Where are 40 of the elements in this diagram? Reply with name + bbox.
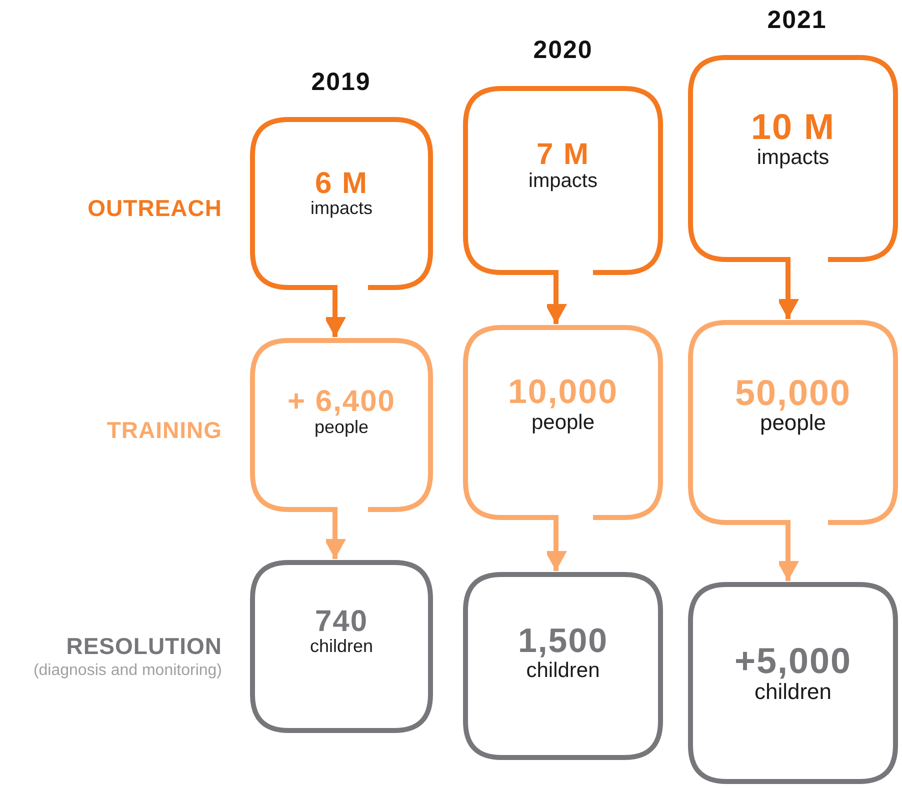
rounded-box: [250, 338, 433, 512]
unit-label: impacts: [310, 199, 372, 220]
arrow: [545, 272, 567, 324]
unit-label: children: [526, 659, 600, 682]
figure-value: 740: [314, 606, 368, 638]
unit-label: impacts: [756, 146, 830, 169]
rounded-box: [250, 560, 433, 733]
figure-value: 7 M: [536, 138, 590, 170]
rounded-box: [463, 325, 663, 520]
figure-value: 10,000: [508, 375, 618, 411]
rounded-box: [250, 117, 433, 290]
unit-label: people: [314, 418, 369, 438]
unit-label: children: [310, 637, 374, 658]
figure-value: 6 M: [314, 168, 368, 200]
figure-value: 10 M: [750, 108, 836, 146]
unit-label: children: [754, 680, 832, 704]
rounded-box: [688, 55, 898, 262]
arrow: [324, 510, 346, 559]
year-heading: 2019: [311, 68, 371, 97]
rounded-box: [463, 572, 663, 760]
figure-value: + 6,400: [288, 386, 396, 418]
year-heading: 2020: [533, 36, 593, 65]
figure-value: 1,500: [518, 624, 608, 660]
unit-label: people: [760, 411, 826, 436]
row-heading: OUTREACH: [88, 195, 222, 222]
rounded-box: [688, 582, 898, 784]
figure-value: +5,000: [734, 642, 852, 680]
arrow: [777, 260, 799, 319]
row-heading: TRAINING: [106, 417, 222, 444]
figure-value: 50,000: [734, 374, 852, 412]
year-heading: 2021: [767, 6, 827, 35]
rounded-box: [463, 86, 663, 275]
arrow: [545, 518, 567, 571]
row-subheading: (diagnosis and monitoring): [33, 662, 222, 680]
arrow: [777, 522, 799, 581]
row-heading: RESOLUTION: [66, 633, 222, 660]
arrow: [324, 288, 346, 337]
unit-label: people: [531, 410, 595, 434]
unit-label: impacts: [528, 170, 598, 192]
rounded-box: [688, 320, 898, 525]
